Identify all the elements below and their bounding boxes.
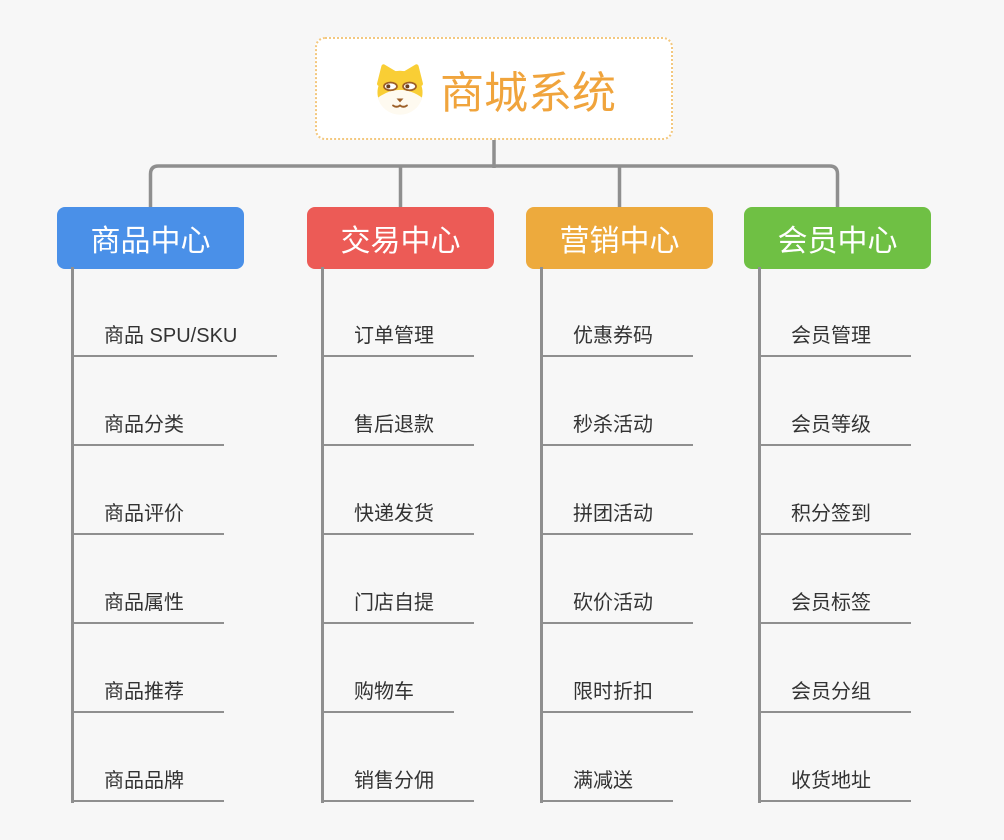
leaf-node[interactable]: 商品 SPU/SKU <box>71 312 278 357</box>
leaf-node[interactable]: 售后退款 <box>321 401 474 446</box>
leaf-node[interactable]: 砍价活动 <box>540 579 693 624</box>
dog-icon <box>372 63 428 115</box>
leaf-node[interactable]: 销售分佣 <box>321 757 474 802</box>
leaf-node[interactable]: 快递发货 <box>321 490 474 535</box>
leaf-node[interactable]: 积分签到 <box>758 490 911 535</box>
leaf-node[interactable]: 秒杀活动 <box>540 401 693 446</box>
leaf-node[interactable]: 优惠券码 <box>540 312 693 357</box>
leaf-node[interactable]: 限时折扣 <box>540 668 693 713</box>
leaf-node[interactable]: 购物车 <box>321 668 454 713</box>
branch-node-trade[interactable]: 交易中心 <box>307 207 494 269</box>
branch-stem-line <box>321 267 324 803</box>
leaf-node[interactable]: 满减送 <box>540 757 673 802</box>
leaf-node[interactable]: 商品品牌 <box>71 757 224 802</box>
leaf-node[interactable]: 商品推荐 <box>71 668 224 713</box>
leaf-node[interactable]: 拼团活动 <box>540 490 693 535</box>
leaf-node[interactable]: 会员管理 <box>758 312 911 357</box>
leaf-node[interactable]: 门店自提 <box>321 579 474 624</box>
leaf-node[interactable]: 订单管理 <box>321 312 474 357</box>
branch-node-products[interactable]: 商品中心 <box>57 207 244 269</box>
leaf-node[interactable]: 收货地址 <box>758 757 911 802</box>
branch-node-marketing[interactable]: 营销中心 <box>526 207 713 269</box>
leaf-node[interactable]: 会员等级 <box>758 401 911 446</box>
branch-stem-line <box>71 267 74 803</box>
leaf-node[interactable]: 商品分类 <box>71 401 224 446</box>
leaf-node[interactable]: 会员标签 <box>758 579 911 624</box>
branch-stem-line <box>758 267 761 803</box>
root-node[interactable]: 商城系统 <box>315 37 673 140</box>
leaf-node[interactable]: 会员分组 <box>758 668 911 713</box>
branch-node-members[interactable]: 会员中心 <box>744 207 931 269</box>
leaf-node[interactable]: 商品评价 <box>71 490 224 535</box>
leaf-node[interactable]: 商品属性 <box>71 579 224 624</box>
root-node-label: 商城系统 <box>440 68 616 118</box>
branch-stem-line <box>540 267 543 803</box>
